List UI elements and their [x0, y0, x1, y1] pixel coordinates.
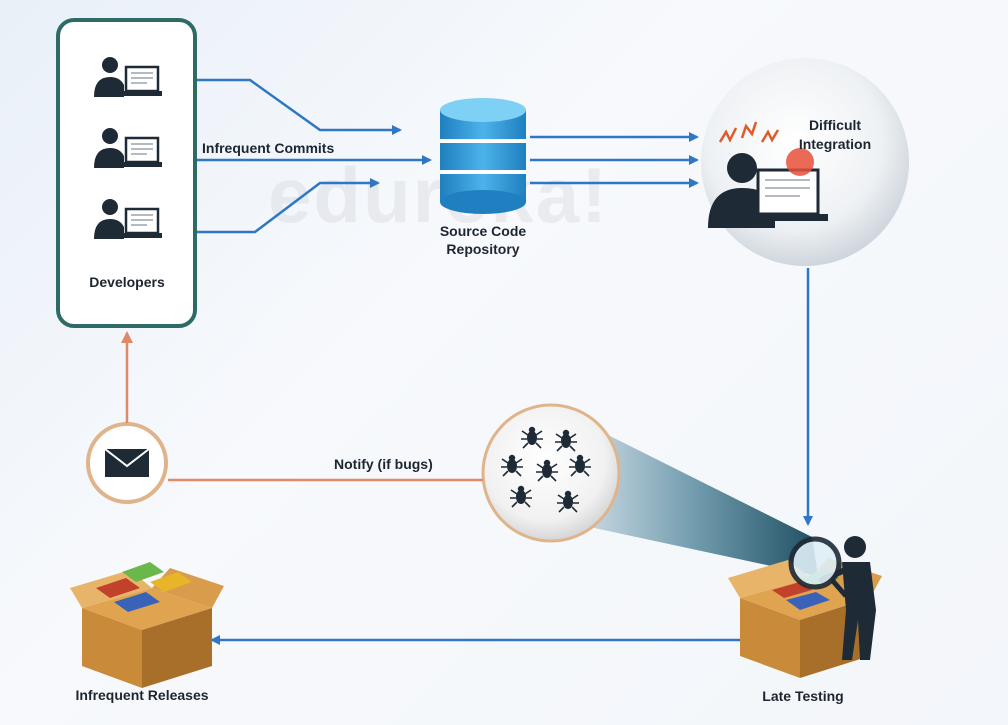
source-code-repository-label: Source Code Repository — [440, 222, 526, 258]
source-code-label: Source Code — [439, 223, 527, 239]
developers-box — [56, 18, 197, 328]
late-testing-label: Late Testing — [762, 688, 844, 704]
developers-label: Developers — [89, 274, 165, 290]
difficult-label: Difficult — [808, 117, 862, 133]
envelope-icon — [86, 422, 168, 504]
difficult-integration-label: Difficult Integration — [799, 116, 871, 154]
pointer-dot — [786, 148, 814, 176]
commit-arrow — [197, 178, 380, 234]
integration-label: Integration — [798, 136, 872, 152]
magnifier-person-icon — [788, 536, 876, 660]
box-icon — [70, 568, 224, 688]
release-blocks — [96, 562, 192, 612]
watermark: edureka! — [268, 151, 610, 239]
database-icon — [440, 98, 526, 214]
infrequent-releases-label: Infrequent Releases — [75, 687, 209, 703]
commit-arrow — [197, 78, 402, 135]
repository-label: Repository — [446, 241, 520, 257]
notify-label: Notify (if bugs) — [334, 456, 433, 472]
magnifier-beam — [578, 420, 818, 576]
frustrated-developer-icon — [708, 121, 828, 228]
infrequent-commits-label: Infrequent Commits — [202, 140, 335, 156]
